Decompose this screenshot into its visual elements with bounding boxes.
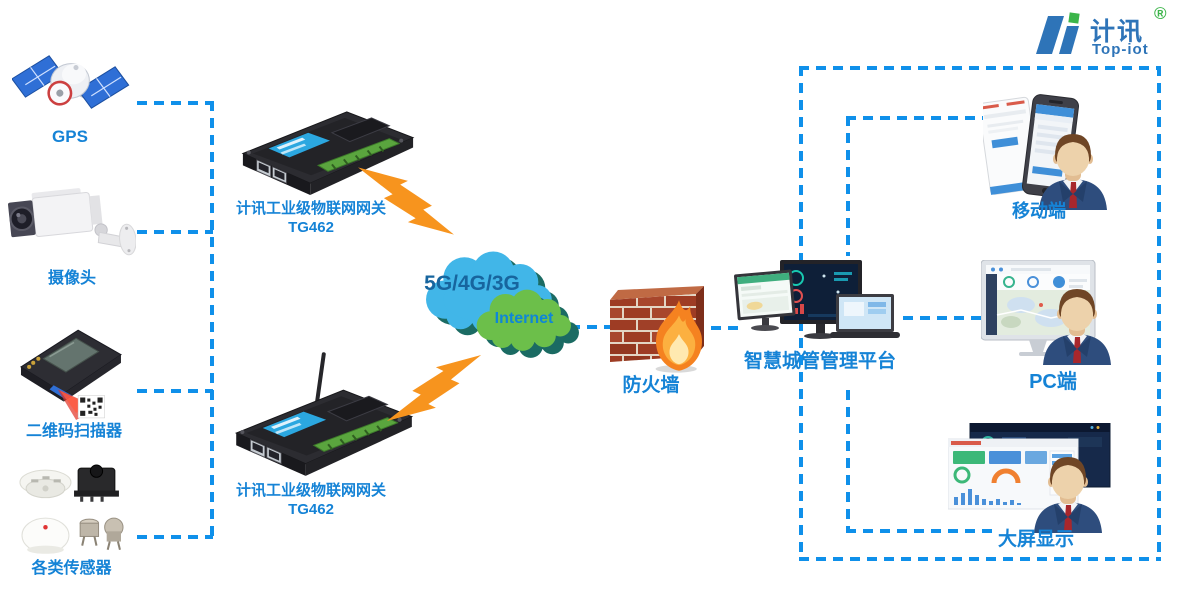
big-screen-label: 大屏显示 (997, 529, 1074, 550)
firewall-flame-icon (655, 300, 703, 373)
sensors-icon (19, 464, 124, 554)
connector-camera-bus (137, 230, 213, 234)
frame-top-line (799, 66, 1161, 70)
connector-qr-bus (137, 389, 213, 393)
connector-platform-pc (903, 316, 983, 320)
pc-client-icon (981, 260, 1111, 365)
frame-bottom-line (799, 557, 1161, 561)
gateway-bottom-label: 计讯工业级物联网网关 TG462 (222, 481, 400, 519)
gateway-bottom-name: 计讯工业级物联网网关 (235, 482, 386, 499)
gateway-bottom-model: TG462 (288, 501, 334, 518)
connector-cloud-firewall (570, 325, 616, 329)
connector-platform-mobile-h (846, 116, 986, 120)
qr-scanner-label: 二维码扫描器 (25, 423, 122, 440)
qr-scanner-icon (20, 329, 122, 420)
brand-logo: 计讯 ® Top-iot (1032, 4, 1178, 64)
connector-sensors-bus (137, 535, 213, 539)
logo-registered-mark: ® (1154, 4, 1167, 23)
sensors-label: 各类传感器 (31, 560, 112, 577)
frame-right-line (1157, 66, 1161, 560)
logo-mark-icon (1036, 12, 1080, 54)
mobile-client-icon (983, 94, 1107, 210)
platform-label: 智慧城管管理平台 (743, 351, 896, 372)
platform-monitors-icon (734, 260, 900, 339)
connector-firewall-platform (711, 326, 744, 330)
camera-label: 摄像头 (47, 270, 96, 287)
pc-label: PC端 (1029, 371, 1077, 393)
logo-brand-cn: 计讯 (1090, 18, 1145, 46)
logo-brand-en: Top-iot (1092, 41, 1149, 58)
connector-gps-bus (137, 101, 213, 105)
connector-platform-mobile-v (846, 116, 850, 256)
internet-cloud-label: Internet (494, 310, 554, 327)
gps-label: GPS (52, 127, 88, 146)
big-screen-icon (948, 423, 1111, 533)
connector-platform-bigscreen-v (846, 390, 850, 532)
mobile-label: 移动端 (1012, 201, 1066, 221)
firewall-label: 防火墙 (622, 375, 680, 396)
connector-device-bus (210, 101, 214, 539)
gateway-top-model: TG462 (288, 219, 334, 236)
connector-platform-bigscreen-h (846, 529, 992, 533)
cellular-cloud-label: 5G/4G/3G (424, 272, 520, 295)
gateway-top-label: 计讯工业级物联网网关 TG462 (222, 199, 400, 237)
gateway-top-name: 计讯工业级物联网网关 (235, 200, 386, 217)
gps-satellite-icon (12, 55, 130, 109)
lightning-top-icon (358, 166, 454, 236)
camera-icon (8, 188, 136, 256)
qr-code-icon (77, 395, 105, 419)
